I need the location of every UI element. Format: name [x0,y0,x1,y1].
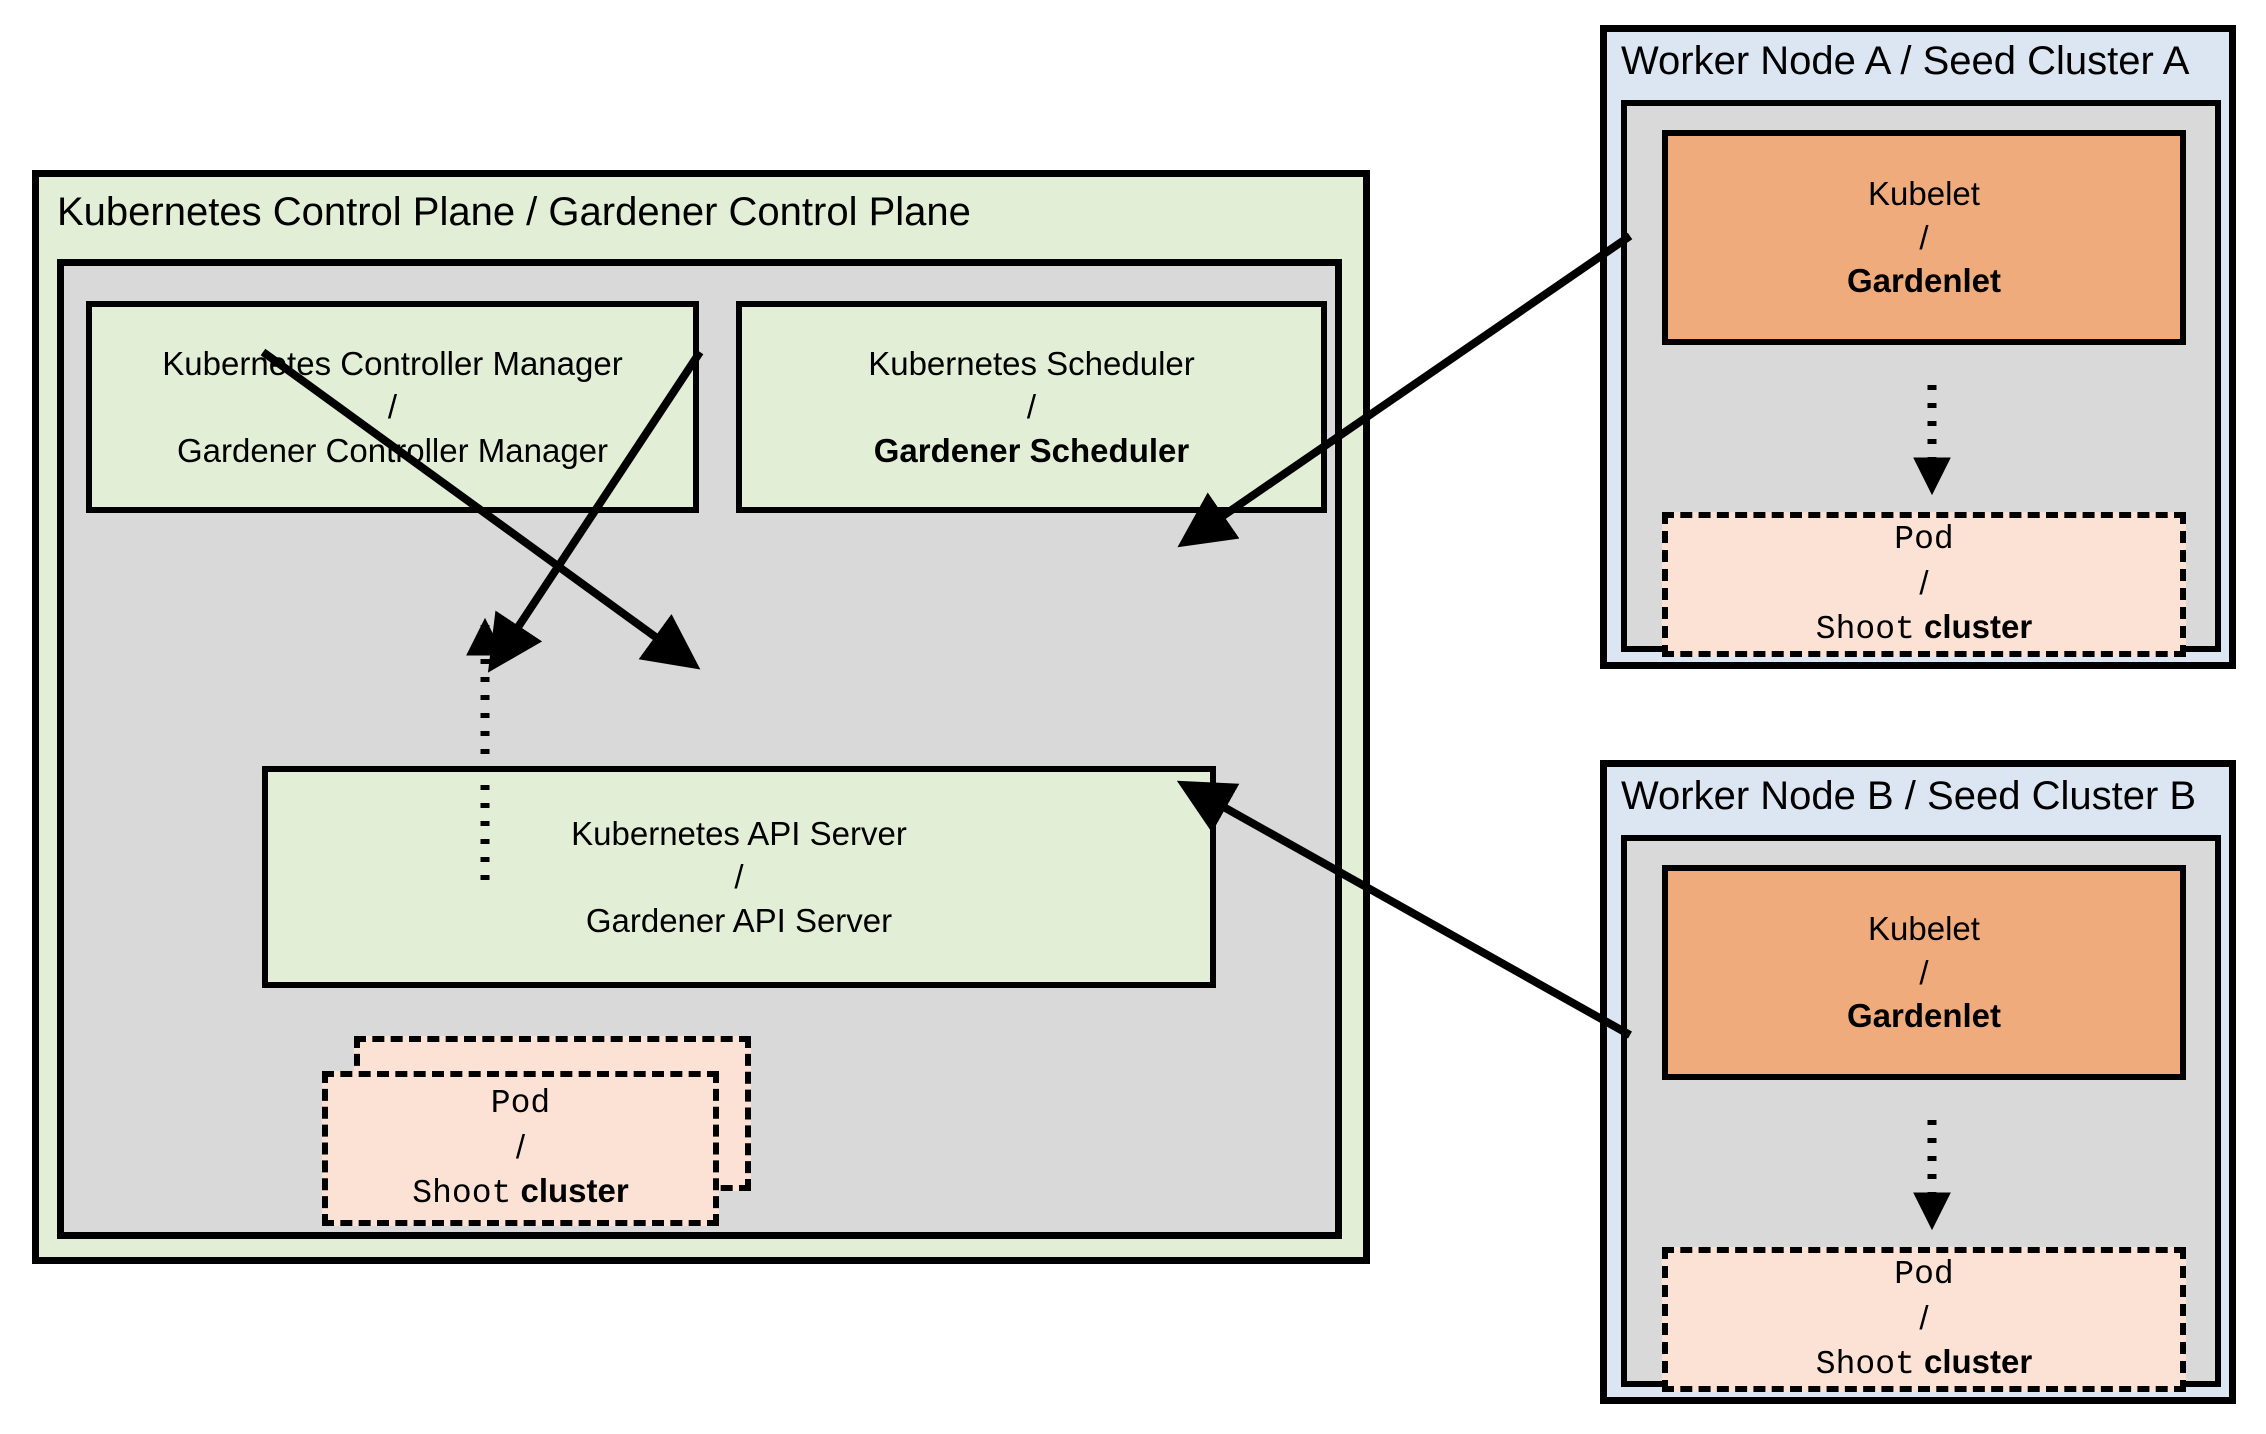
api-server-line1: Kubernetes API Server [571,814,907,852]
pod-b-box[interactable]: Pod / Shoot cluster [1662,1247,2186,1392]
gardenlet-a-line1: Kubelet [1868,175,1980,213]
controller-manager-line3: Gardener Controller Manager [176,431,609,469]
pod-b-line1: Pod [1894,1255,1954,1293]
pod-b-cluster-word: cluster [1923,1342,2033,1380]
gardenlet-a-box[interactable]: Kubelet / Gardenlet [1662,130,2186,345]
worker-node-b-panel: Worker Node B / Seed Cluster B Kubelet /… [1600,760,2236,1404]
kubernetes-scheduler-box[interactable]: Kubernetes Scheduler / Gardener Schedule… [736,301,1327,513]
kubernetes-controller-manager-box[interactable]: Kubernetes Controller Manager / Gardener… [86,301,699,513]
controller-manager-label: Kubernetes Controller Manager / Gardener… [162,342,622,473]
pod-a-shoot-word: Shoot [1815,610,1915,648]
gardenlet-b-separator: / [1919,953,1929,991]
control-plane-pod-box[interactable]: Pod / Shoot cluster [322,1071,719,1226]
api-server-label: Kubernetes API Server / Gardener API Ser… [571,812,907,943]
worker-node-b-inner-area: Kubelet / Gardenlet Pod / Shoot cluster [1621,835,2221,1392]
gardenlet-b-label: Kubelet / Gardenlet [1847,907,2001,1038]
worker-node-a-title: Worker Node A / Seed Cluster A [1621,39,2190,83]
pod-a-label: Pod / Shoot cluster [1816,518,2032,652]
worker-node-a-panel: Worker Node A / Seed Cluster A Kubelet /… [1600,25,2236,669]
pod-b-shoot-word: Shoot [1815,1345,1915,1383]
scheduler-label: Kubernetes Scheduler / Gardener Schedule… [868,342,1195,473]
control-plane-inner-area: Kubernetes Controller Manager / Gardener… [57,259,1342,1239]
api-server-line3: Gardener API Server [585,901,893,939]
gardenlet-a-line3: Gardenlet [1846,262,2002,300]
control-plane-panel: Kubernetes Control Plane / Gardener Cont… [32,170,1370,1264]
gardenlet-b-box[interactable]: Kubelet / Gardenlet [1662,865,2186,1080]
control-plane-pod-line3: Shoot cluster [412,1169,628,1216]
gardenlet-b-line1: Kubelet [1868,910,1980,948]
pod-a-separator: / [1919,564,1929,602]
pod-b-label: Pod / Shoot cluster [1816,1253,2032,1387]
gardenlet-a-separator: / [1919,218,1929,256]
worker-node-a-inner-area: Kubelet / Gardenlet Pod / Shoot cluster [1621,100,2221,657]
control-plane-pod-separator: / [515,1128,526,1166]
pod-a-line3: Shoot cluster [1816,605,2032,652]
control-plane-pod-cluster-word: cluster [520,1171,629,1209]
scheduler-separator: / [1026,388,1037,426]
control-plane-title: Kubernetes Control Plane / Gardener Cont… [57,190,971,234]
pod-b-separator: / [1919,1299,1929,1337]
control-plane-pod-label: Pod / Shoot cluster [412,1082,628,1216]
pod-a-box[interactable]: Pod / Shoot cluster [1662,512,2186,657]
api-server-separator: / [734,858,744,896]
kubernetes-api-server-box[interactable]: Kubernetes API Server / Gardener API Ser… [262,766,1216,988]
gardenlet-a-label: Kubelet / Gardenlet [1847,172,2001,303]
pod-a-line1: Pod [1894,520,1954,558]
controller-manager-separator: / [387,388,398,426]
pod-a-cluster-word: cluster [1923,607,2033,645]
control-plane-pod-shoot-word: Shoot [412,1174,512,1212]
worker-node-b-title: Worker Node B / Seed Cluster B [1621,774,2197,818]
controller-manager-line1: Kubernetes Controller Manager [162,344,623,382]
control-plane-pod-line1: Pod [490,1084,551,1122]
scheduler-line1: Kubernetes Scheduler [868,344,1195,382]
scheduler-line3: Gardener Scheduler [873,431,1190,469]
gardenlet-b-line3: Gardenlet [1846,997,2002,1035]
pod-b-line3: Shoot cluster [1816,1340,2032,1387]
